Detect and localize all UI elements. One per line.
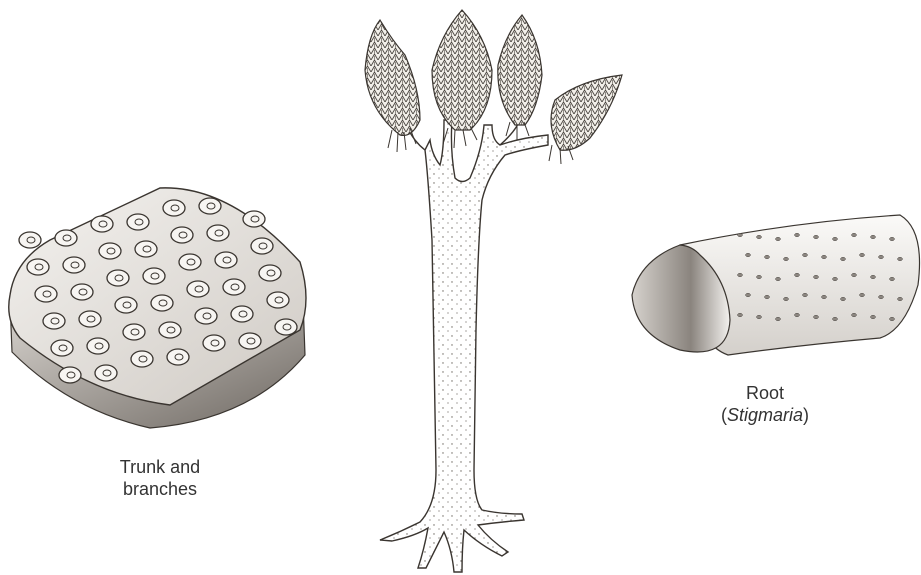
rootlet-scar [890, 237, 895, 240]
rootlet-scar [860, 253, 865, 256]
rootlet-scar [776, 317, 781, 320]
rootlet-scar [879, 295, 884, 298]
rootlet-scar [814, 275, 819, 278]
rootlet-scar [860, 293, 865, 296]
rootlet-scar [746, 293, 751, 296]
trunk-label-line-2: branches [100, 478, 220, 500]
rootlet-scar [746, 253, 751, 256]
rootlet-scar [814, 235, 819, 238]
rootlet-scar [795, 233, 800, 236]
rootlet-scar [841, 297, 846, 300]
rootlet-scar [890, 277, 895, 280]
rootlet-scar [814, 315, 819, 318]
rootlet-scar [852, 313, 857, 316]
root-label-line-2: (Stigmaria) [705, 404, 825, 426]
rootlet-scar [833, 317, 838, 320]
rootlet-scar [738, 233, 743, 236]
rootlet-scar [784, 297, 789, 300]
rootlet-scar [757, 235, 762, 238]
trunk-and-branches-label: Trunk and branches [100, 456, 220, 500]
rootlet-scar [852, 273, 857, 276]
rootlet-scar [871, 235, 876, 238]
rootlet-scar [776, 277, 781, 280]
root-label-line-1: Root [705, 382, 825, 404]
rootlet-scar [852, 233, 857, 236]
rootlet-scar [841, 257, 846, 260]
rootlet-scar [738, 273, 743, 276]
rootlet-scar [898, 297, 903, 300]
rootlet-scar [879, 255, 884, 258]
rootlet-scar [784, 257, 789, 260]
rootlet-scar [765, 255, 770, 258]
root-label-close-paren: ) [803, 405, 809, 425]
rootlet-scar [833, 237, 838, 240]
rootlet-scar [833, 277, 838, 280]
rootlet-scar [795, 273, 800, 276]
rootlet-scar [803, 253, 808, 256]
rootlet-scar [898, 257, 903, 260]
rootlet-scar [822, 255, 827, 258]
rootlet-scar [803, 293, 808, 296]
rootlet-scar [776, 237, 781, 240]
root-label-genus: Stigmaria [727, 405, 803, 425]
rootlet-scar [871, 315, 876, 318]
rootlet-scar [795, 313, 800, 316]
rootlet-scar [822, 295, 827, 298]
rootlet-scar [765, 295, 770, 298]
root-label: Root (Stigmaria) [705, 382, 825, 426]
rootlet-scar [757, 315, 762, 318]
trunk-label-line-1: Trunk and [100, 456, 220, 478]
rootlet-scar [738, 313, 743, 316]
rootlet-scar [757, 275, 762, 278]
rootlet-scar [890, 317, 895, 320]
rootlet-scar [871, 275, 876, 278]
